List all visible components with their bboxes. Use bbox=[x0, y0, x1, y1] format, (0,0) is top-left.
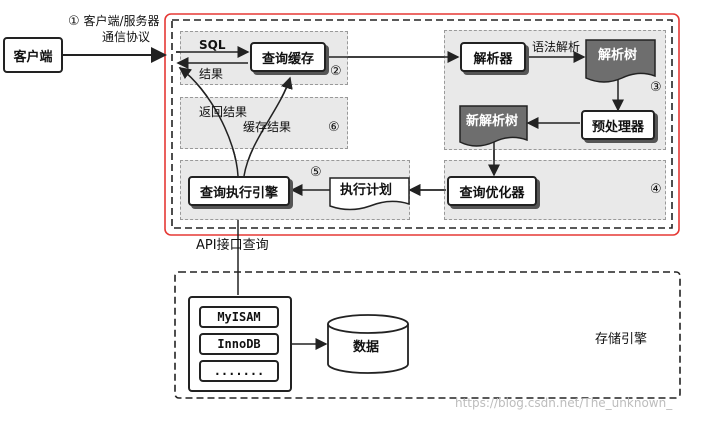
num-6: ⑥ bbox=[328, 120, 340, 135]
num-3: ③ bbox=[650, 80, 662, 95]
data-cylinder bbox=[327, 314, 409, 374]
syntax-parse-label: 语法解析 bbox=[532, 40, 581, 54]
protocol-num: ① bbox=[68, 14, 80, 29]
api-query-label: API接口查询 bbox=[196, 238, 269, 253]
query-cache-box: 查询缓存 bbox=[250, 42, 326, 72]
parse-tree-label: 解析树 bbox=[598, 48, 638, 63]
return-panel bbox=[180, 97, 348, 149]
sql-label: SQL bbox=[199, 38, 226, 52]
num-5: ⑤ bbox=[310, 165, 322, 180]
other-engines-box: ....... bbox=[199, 360, 279, 382]
optimizer-panel bbox=[444, 160, 666, 220]
preprocessor-box: 预处理器 bbox=[581, 110, 655, 140]
innodb-box: InnoDB bbox=[199, 333, 279, 355]
cache-result-label: 缓存结果 bbox=[243, 120, 292, 134]
client-box: 客户端 bbox=[3, 37, 63, 73]
num-2: ② bbox=[330, 64, 342, 79]
exec-plan-label: 执行计划 bbox=[340, 183, 393, 198]
myisam-box: MyISAM bbox=[199, 306, 279, 328]
watermark: https://blog.csdn.net/The_unknown_ bbox=[455, 396, 673, 410]
protocol-label: ① 客户端/服务器 bbox=[68, 14, 160, 30]
result-label: 结果 bbox=[199, 67, 224, 81]
storage-engine-label: 存储引擎 bbox=[595, 332, 648, 347]
server-frame bbox=[164, 13, 680, 236]
protocol-line1: 客户端/服务器 bbox=[83, 14, 160, 28]
storage-dashed-frame bbox=[174, 271, 681, 399]
parser-box: 解析器 bbox=[460, 42, 526, 72]
server-dashed-frame bbox=[171, 19, 673, 229]
data-label: 数据 bbox=[353, 340, 380, 355]
query-engine-box: 查询执行引擎 bbox=[188, 176, 290, 206]
num-4: ④ bbox=[650, 182, 662, 197]
new-parse-tree-label: 新解析树 bbox=[466, 114, 519, 129]
query-optimizer-box: 查询优化器 bbox=[447, 176, 537, 206]
return-result-label: 返回结果 bbox=[199, 105, 248, 119]
protocol-line2: 通信协议 bbox=[102, 30, 151, 44]
